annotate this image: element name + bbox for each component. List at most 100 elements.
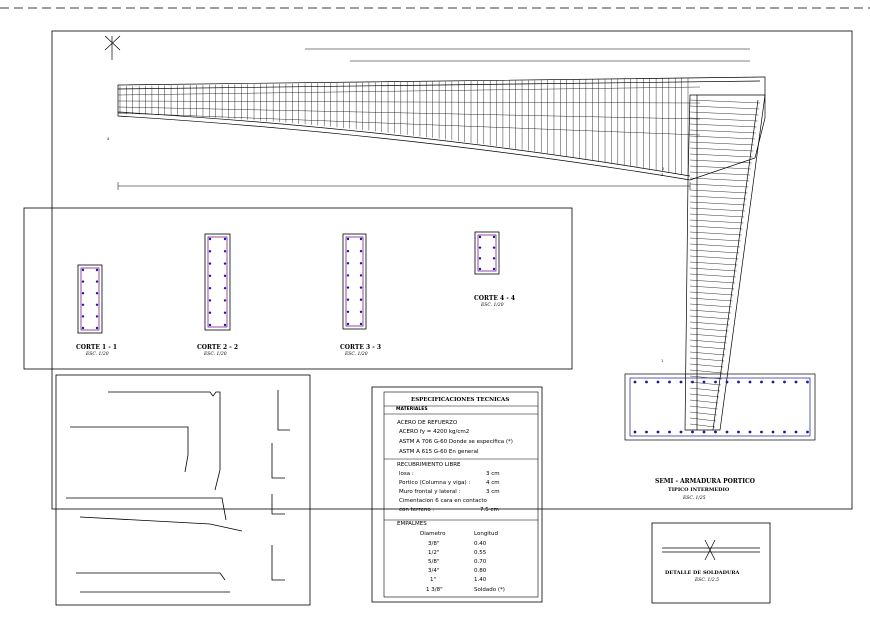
section-rebar bbox=[95, 315, 99, 318]
beam-long-bar bbox=[117, 100, 701, 104]
footing-bar-bottom bbox=[714, 430, 717, 434]
footing-bar-bottom bbox=[806, 430, 809, 434]
section-rebar bbox=[346, 310, 350, 314]
column-stirrup bbox=[689, 273, 736, 278]
section-rebar bbox=[223, 286, 227, 290]
specs-cover-value-3: 3 cm bbox=[486, 489, 500, 495]
section-rebar bbox=[81, 280, 85, 283]
splice-row-2-length: 0.55 bbox=[474, 550, 487, 556]
column-stirrup bbox=[689, 327, 729, 332]
section-rebar bbox=[359, 298, 363, 301]
section-rebar bbox=[81, 315, 85, 318]
footing-bar-bottom bbox=[725, 430, 729, 434]
footing-bar-bottom bbox=[748, 430, 752, 434]
section-rebar bbox=[208, 274, 212, 278]
column-stirrup bbox=[689, 177, 750, 182]
section-outline bbox=[77, 264, 103, 334]
footing-bar-top bbox=[748, 380, 752, 384]
column-stirrup bbox=[689, 303, 732, 308]
column-stirrup bbox=[689, 345, 726, 350]
specs-table-rules bbox=[384, 405, 538, 521]
column-stirrup bbox=[689, 321, 730, 326]
section-outline bbox=[474, 231, 500, 275]
column-stirrup bbox=[689, 423, 716, 428]
footing-bar-top bbox=[806, 380, 809, 384]
section-rebar bbox=[223, 311, 227, 314]
specs-cover-value-5: 7.5 cm bbox=[480, 507, 499, 513]
column-stirrup bbox=[689, 279, 736, 284]
footing-bar-top bbox=[633, 380, 637, 384]
column-stirrup bbox=[689, 201, 746, 206]
section-stirrup bbox=[207, 236, 228, 328]
weld-detail-scale: ESC. 1/2.5 bbox=[695, 578, 720, 583]
specs-cover-label-2: Portico (Columna y viga) : bbox=[399, 480, 471, 486]
footing-bar-bottom bbox=[771, 430, 775, 434]
footing-bar-bottom bbox=[702, 430, 706, 434]
footing-bar-top bbox=[794, 380, 798, 384]
section-rebar bbox=[346, 322, 350, 326]
column-stirrup bbox=[689, 231, 742, 236]
column-stirrup bbox=[689, 369, 723, 374]
footing-bar-bottom bbox=[633, 430, 637, 434]
column-stirrup bbox=[689, 249, 740, 254]
footing-bar-top bbox=[714, 380, 717, 384]
specs-steel-line-3: ASTM A 615 G-60 En general bbox=[399, 449, 479, 455]
footing-bar-bottom bbox=[679, 430, 683, 434]
footing-bar-top bbox=[702, 380, 706, 384]
specs-steel-line-2: ASTM A 706 G-60 Donde se especifica (*) bbox=[399, 439, 513, 445]
specs-cover-value-2: 4 cm bbox=[486, 480, 500, 486]
section-stirrup bbox=[477, 234, 497, 272]
footing-bar-bottom bbox=[737, 430, 740, 434]
column-stirrup bbox=[689, 375, 722, 380]
weld-detail-frame bbox=[651, 522, 771, 604]
column-stirrup bbox=[689, 207, 746, 212]
column-stirrup bbox=[689, 159, 752, 164]
column-stirrup bbox=[689, 171, 751, 176]
footing-bar-top bbox=[760, 380, 763, 384]
section-rebar bbox=[346, 286, 350, 289]
column-stirrup bbox=[689, 195, 747, 200]
specs-splice-header: EMPALMES bbox=[397, 521, 427, 527]
north-arrow-icon bbox=[104, 35, 121, 60]
section-mark-1: 1 bbox=[661, 359, 664, 363]
section-mark-4: 4 bbox=[107, 137, 110, 141]
section-rebar bbox=[208, 286, 212, 290]
section-rebar bbox=[208, 262, 212, 265]
section-4-label: CORTE 4 - 4 bbox=[474, 295, 516, 302]
section-rebar bbox=[359, 322, 363, 326]
specs-cover-label-4: Cimentacion 6 cara en contacto bbox=[399, 498, 487, 504]
specs-steel-header: ACERO DE REFUERZO bbox=[397, 420, 458, 426]
column-stirrup bbox=[689, 237, 741, 242]
bar-detail-shapes bbox=[66, 390, 290, 593]
column-stirrup bbox=[689, 165, 751, 170]
column-stirrup bbox=[689, 399, 719, 404]
column-stirrup bbox=[689, 141, 755, 146]
footing-bar-top bbox=[783, 380, 786, 384]
section-rebar bbox=[346, 237, 350, 241]
column-stirrup bbox=[689, 183, 749, 188]
footing-bar-top bbox=[679, 380, 683, 384]
column-stirrup bbox=[689, 315, 731, 320]
footing-bar-top bbox=[737, 380, 740, 384]
section-rebar bbox=[223, 323, 227, 327]
section-1-label: CORTE 1 - 1 bbox=[76, 344, 118, 351]
splice-row-5-diameter: 1" bbox=[430, 577, 437, 583]
column-stirrup bbox=[689, 153, 753, 158]
footing-bar-bottom bbox=[794, 430, 798, 434]
section-rebar bbox=[208, 299, 212, 302]
main-beam bbox=[117, 76, 766, 181]
section-3-label: CORTE 3 - 3 bbox=[340, 344, 382, 351]
section-rebar bbox=[492, 257, 496, 260]
footing-bar-bottom bbox=[691, 430, 694, 434]
footing-section bbox=[624, 373, 816, 441]
section-rebar bbox=[223, 250, 227, 253]
column-stirrup bbox=[689, 147, 754, 152]
bar-details-panel bbox=[55, 374, 311, 606]
specs-cover-value-1: 3 cm bbox=[486, 471, 500, 477]
section-2-label: CORTE 2 - 2 bbox=[197, 344, 239, 351]
footing-bar-bottom bbox=[645, 430, 648, 434]
beam-stirrups bbox=[117, 78, 701, 176]
column-stirrup bbox=[689, 123, 757, 128]
beam-long-bar bbox=[117, 112, 701, 136]
section-rebar bbox=[81, 326, 85, 330]
